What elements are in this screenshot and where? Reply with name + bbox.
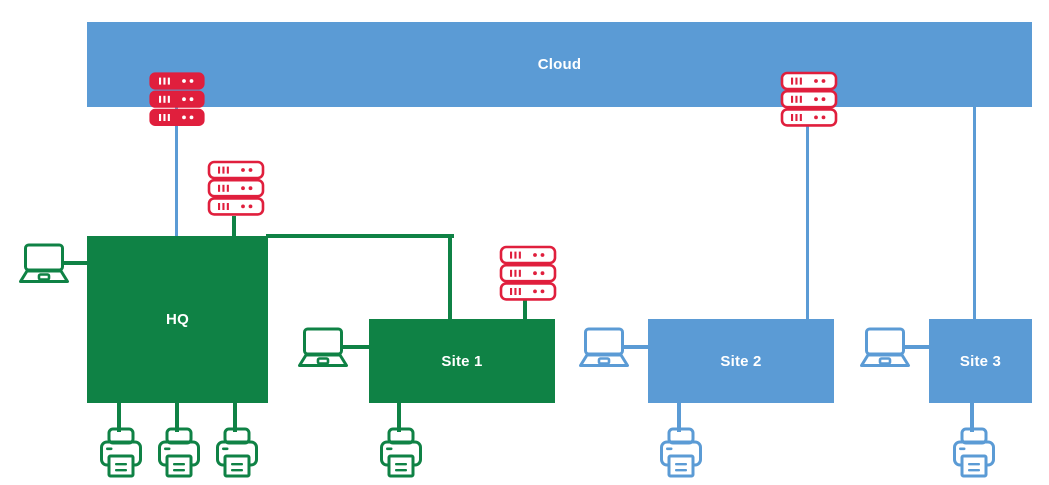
server-site1-icon[interactable] [499,245,557,303]
link-hq-printer-3 [233,400,237,432]
link-laptop-site1 [341,345,373,349]
link-hq-site1-h [266,234,454,238]
laptop-site1-icon[interactable] [297,322,349,374]
node-box-site2[interactable]: Site 2 [648,319,834,403]
printer-hq-2-icon[interactable] [157,427,201,479]
link-server-site1 [523,300,527,321]
link-site3-printer-1 [970,400,974,432]
node-label-cloud: Cloud [537,56,582,73]
link-laptop-hq [62,261,92,265]
link-cloud-hq [174,107,178,237]
node-label-site1: Site 1 [441,352,483,370]
link-cloud-site2 [805,126,809,322]
link-laptop-site2 [622,345,652,349]
printer-site1-1-icon[interactable] [379,427,423,479]
server-cloud-hq-icon[interactable] [148,71,206,129]
printer-site2-1-icon[interactable] [659,427,703,479]
node-box-cloud[interactable]: Cloud [87,22,1032,107]
link-hq-printer-1 [117,400,121,432]
node-box-site3[interactable]: Site 3 [929,319,1032,403]
node-box-hq[interactable]: HQ [87,236,268,403]
server-hq-icon[interactable] [207,160,265,218]
printer-hq-1-icon[interactable] [99,427,143,479]
link-laptop-site3 [903,345,933,349]
laptop-hq-icon[interactable] [18,238,70,290]
link-cloud-site3 [972,101,976,322]
printer-site3-1-icon[interactable] [952,427,996,479]
node-label-hq: HQ [166,311,189,328]
node-label-site3: Site 3 [959,352,1002,370]
laptop-site3-icon[interactable] [859,322,911,374]
link-site2-printer-1 [677,400,681,432]
link-site1-printer-1 [397,400,401,432]
link-hq-printer-2 [175,400,179,432]
node-box-site1[interactable]: Site 1 [369,319,555,403]
printer-hq-3-icon[interactable] [215,427,259,479]
link-server-hq [232,216,236,238]
laptop-site2-icon[interactable] [578,322,630,374]
link-hq-site1-v [448,236,452,321]
server-cloud-site2-icon[interactable] [780,71,838,129]
node-label-site2: Site 2 [720,352,762,370]
